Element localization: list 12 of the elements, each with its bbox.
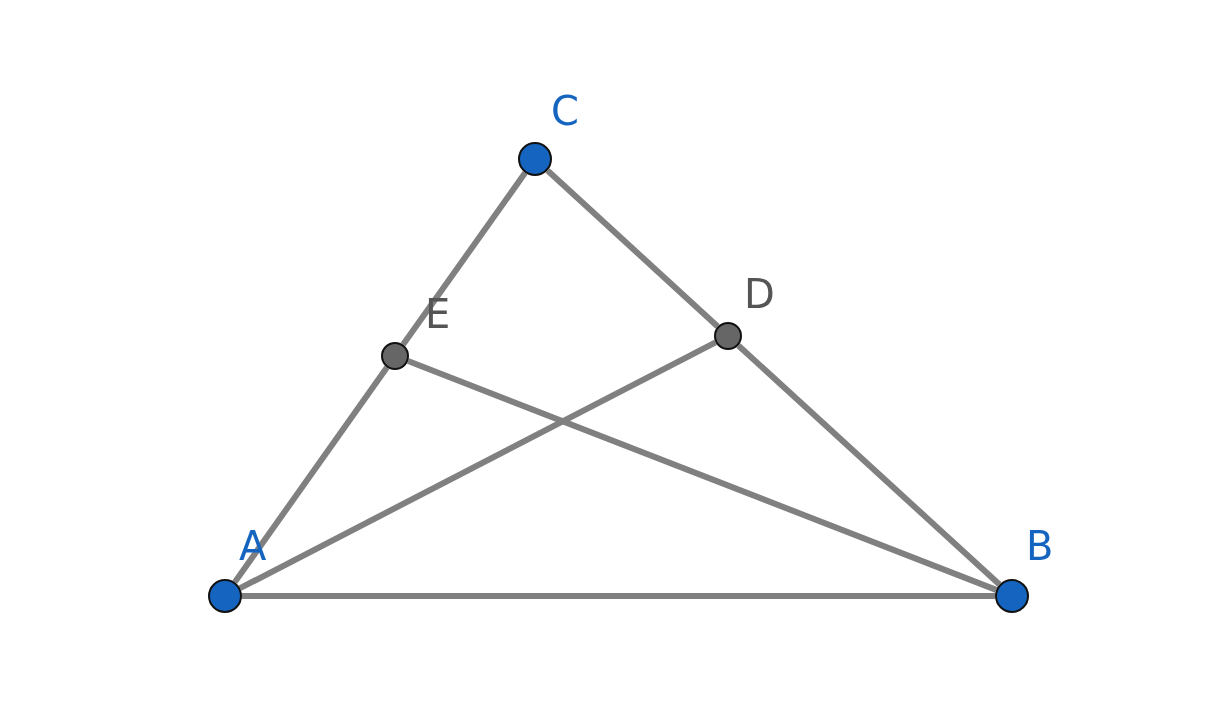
- line-segment: [400, 171, 528, 347]
- line-segment: [736, 343, 1002, 587]
- line-segment: [545, 168, 720, 329]
- line-segment: [406, 358, 998, 593]
- point-label: A: [239, 526, 267, 566]
- point-label: E: [425, 294, 451, 334]
- line-segment: [238, 339, 717, 591]
- point-label: B: [1026, 526, 1054, 566]
- point-label: D: [744, 274, 775, 314]
- line-segment: [232, 365, 390, 584]
- point-label: C: [551, 91, 579, 131]
- line-segment: [242, 593, 995, 599]
